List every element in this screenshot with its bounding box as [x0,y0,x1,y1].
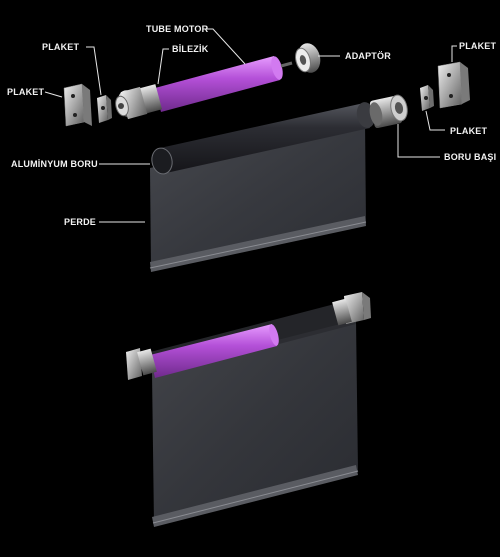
tube-motor [137,56,293,114]
adaptor-ring-icon [295,43,321,73]
bracket-right-outer-icon [437,61,470,109]
svg-text:PERDE: PERDE [64,217,96,227]
label-adaptor: ADAPTÖR [318,51,391,61]
bracket-left-inner-icon [97,95,112,123]
svg-text:ADAPTÖR: ADAPTÖR [345,51,391,61]
svg-text:PLAKET: PLAKET [42,42,80,52]
assembled-blind [126,292,371,527]
end-cap-icon [369,94,408,129]
label-tube-motor: TUBE MOTOR [146,24,246,65]
label-plaket-right: PLAKET [425,110,488,136]
label-aluminyum-boru: ALUMİNYUM BORU [11,159,150,169]
label-boru-basi: BORU BAŞI [397,124,496,162]
label-plaket-top-right: PLAKET [451,41,497,62]
svg-text:ALUMİNYUM BORU: ALUMİNYUM BORU [11,159,98,169]
svg-text:BORU BAŞI: BORU BAŞI [444,152,496,162]
label-plaket-left: PLAKET [7,87,63,98]
svg-text:TUBE MOTOR: TUBE MOTOR [146,24,209,34]
bracket-left-outer-icon [63,83,92,127]
label-bilezik: BİLEZİK [157,44,209,85]
label-plaket-top-left: PLAKET [42,42,102,96]
label-perde: PERDE [64,217,145,227]
motor-head-icon [115,86,148,120]
svg-text:PLAKET: PLAKET [450,126,488,136]
svg-text:PLAKET: PLAKET [7,87,45,97]
svg-text:PLAKET: PLAKET [459,41,497,51]
svg-text:BİLEZİK: BİLEZİK [172,44,209,54]
bracket-right-inner-icon [420,85,434,111]
